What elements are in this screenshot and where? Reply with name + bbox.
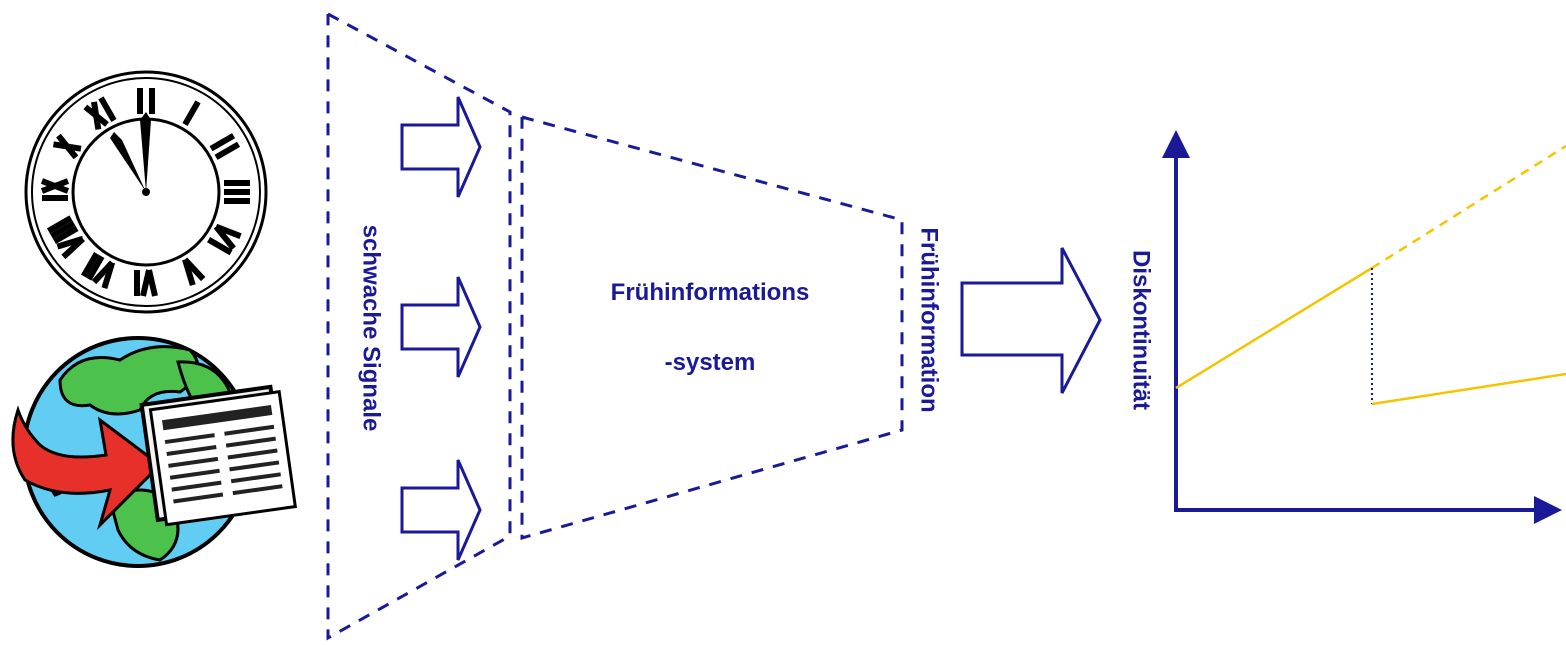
output-label: Frühinformation — [916, 227, 943, 412]
clock-icon — [24, 70, 268, 314]
input-label: schwache Signale — [358, 225, 385, 432]
trend-line-after — [1371, 372, 1566, 406]
y-axis-arrowhead — [1162, 130, 1190, 158]
trend-line-expected — [1371, 144, 1566, 270]
system-label-line2: -system — [665, 349, 756, 376]
discontinuity-chart: Diskontinuität — [1128, 130, 1566, 524]
funnel-input-stage — [326, 12, 512, 641]
system-label-line1: Frühinformations — [611, 279, 810, 306]
input-arrow-top — [400, 96, 482, 198]
x-axis-arrowhead — [1534, 496, 1562, 524]
globe-newspaper-icon — [11, 336, 298, 568]
funnel-system-stage — [520, 115, 904, 540]
y-axis-label: Diskontinuität — [1128, 250, 1155, 410]
input-arrow-middle — [400, 276, 482, 378]
trend-line-before — [1175, 266, 1373, 390]
output-arrow — [960, 247, 1102, 394]
input-arrow-bottom — [400, 459, 482, 561]
